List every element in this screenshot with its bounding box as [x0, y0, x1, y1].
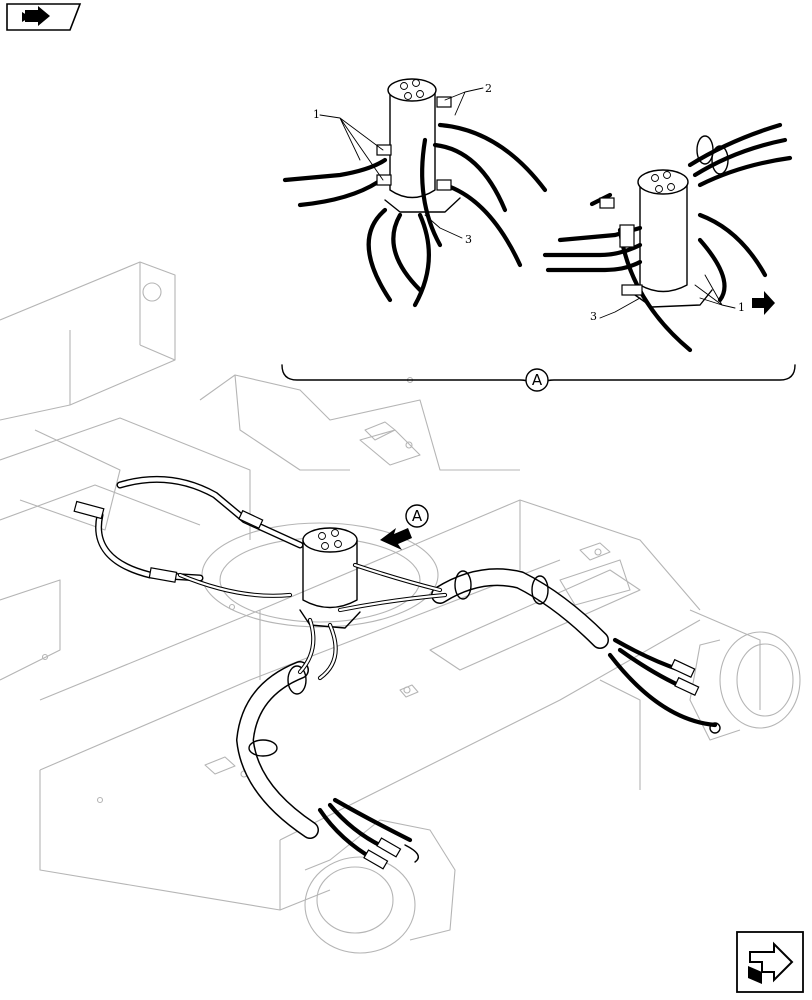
nav-arrow-tail-icon [22, 12, 30, 22]
nav-arrow-shadow-icon [748, 966, 762, 984]
detail-view-right: 1 3 [542, 122, 793, 353]
top-left-navigation-icon[interactable] [6, 3, 82, 31]
hydraulic-hoses-main [73, 475, 721, 870]
bottom-right-navigation-icon[interactable] [736, 931, 804, 993]
nav-arrow-outline-icon [749, 941, 794, 983]
view-marker-circle [525, 368, 549, 392]
swivel-joint-main [299, 527, 361, 629]
view-a-marker-circle [405, 504, 429, 528]
view-direction-arrow: A [380, 504, 429, 550]
view-marker-label: A [532, 371, 543, 389]
nav-arrow-icon [25, 6, 50, 26]
detail-left-label-2: 2 [485, 82, 492, 95]
detail-left-label-1: 1 [313, 108, 320, 121]
chassis-frame [0, 261, 801, 954]
detail-brace: A [281, 364, 796, 392]
main-view-arrow-label: A [412, 507, 423, 525]
detail-view-left: 1 2 3 [282, 78, 548, 308]
detail-right-label-1: 1 [738, 301, 745, 314]
detail-direction-arrow-icon [752, 291, 775, 315]
detail-right-label-3: 3 [590, 310, 597, 323]
detail-left-label-3: 3 [465, 233, 472, 246]
